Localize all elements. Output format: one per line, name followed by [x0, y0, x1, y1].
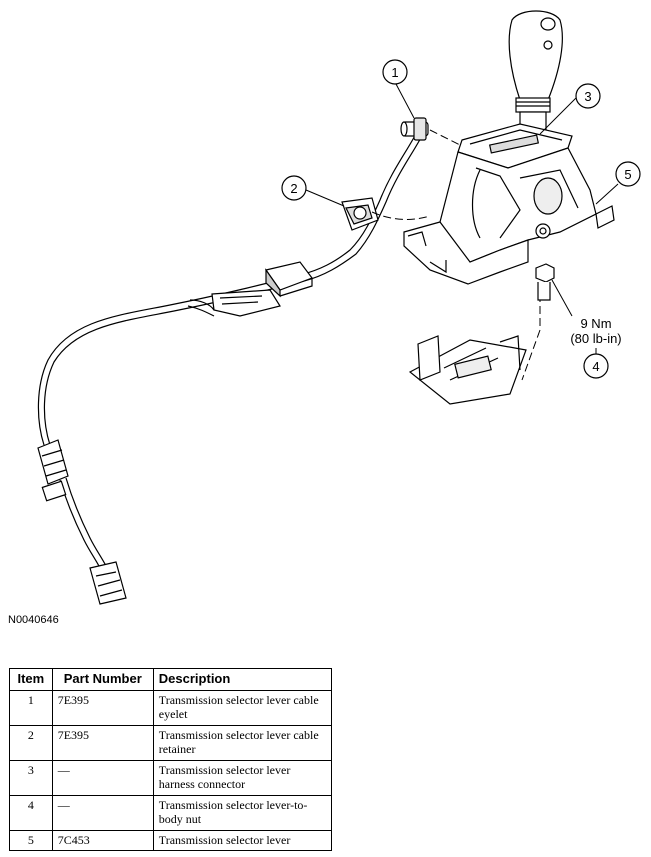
header-description: Description [152, 668, 333, 691]
svg-text:2: 2 [290, 181, 297, 196]
cell-item: 4 [9, 795, 53, 831]
callout-3: 3 [575, 83, 601, 109]
cable-retainer [341, 197, 379, 231]
exploded-view-diagram: 1 2 3 4 5 9 Nm (80 lb-in) [37, 10, 641, 605]
cell-part-number: 7E395 [51, 690, 154, 726]
floor-bracket [408, 335, 527, 405]
table-row: 2 7E395 Transmission selector lever cabl… [9, 725, 333, 761]
table-row: 3 — Transmission selector lever harness … [9, 760, 333, 796]
shift-cable [37, 129, 425, 569]
svg-text:1: 1 [391, 65, 398, 80]
cable-connector-block [265, 261, 313, 298]
harness-clip [187, 289, 281, 317]
cell-part-number: 7C453 [51, 830, 154, 851]
callout-4: 4 [583, 353, 609, 379]
torque-alt-value: (80 lb-in) [570, 331, 621, 346]
cell-part-number: — [51, 795, 154, 831]
parts-table: Item Part Number Description 1 7E395 Tra… [9, 668, 333, 851]
cell-description: Transmission selector lever harness conn… [152, 760, 333, 796]
cable-end-fitting [37, 439, 69, 502]
lever-base-flange [403, 221, 529, 285]
table-row: 1 7E395 Transmission selector lever cabl… [9, 690, 333, 726]
cable-eyelet [400, 117, 429, 141]
shift-knob [508, 10, 563, 131]
cell-part-number: — [51, 760, 154, 796]
cell-item: 1 [9, 690, 53, 726]
cell-description: Transmission selector lever cable retain… [152, 725, 333, 761]
torque-value: 9 Nm [580, 316, 611, 331]
table-header-row: Item Part Number Description [9, 668, 333, 691]
cell-part-number: 7E395 [51, 725, 154, 761]
leader-lines [305, 83, 619, 356]
cell-item: 2 [9, 725, 53, 761]
table-row: 4 — Transmission selector lever-to-body … [9, 795, 333, 831]
cable-terminal [89, 561, 127, 605]
svg-text:4: 4 [592, 359, 599, 374]
header-part-number: Part Number [51, 668, 154, 691]
figure-id: N0040646 [8, 614, 59, 626]
cell-description: Transmission selector lever cable eyelet [152, 690, 333, 726]
header-item: Item [9, 668, 53, 691]
selector-lever-housing [419, 147, 615, 263]
cell-item: 3 [9, 760, 53, 796]
cell-item: 5 [9, 830, 53, 851]
cell-description: Transmission selector lever-to-body nut [152, 795, 333, 831]
callout-5: 5 [615, 161, 641, 187]
cell-description: Transmission selector lever [152, 830, 333, 851]
table-row: 5 7C453 Transmission selector lever [9, 830, 333, 851]
callout-1: 1 [382, 59, 408, 85]
callout-2: 2 [281, 175, 307, 201]
svg-text:5: 5 [624, 167, 631, 182]
svg-text:3: 3 [584, 89, 591, 104]
lever-to-body-nut [535, 263, 555, 301]
